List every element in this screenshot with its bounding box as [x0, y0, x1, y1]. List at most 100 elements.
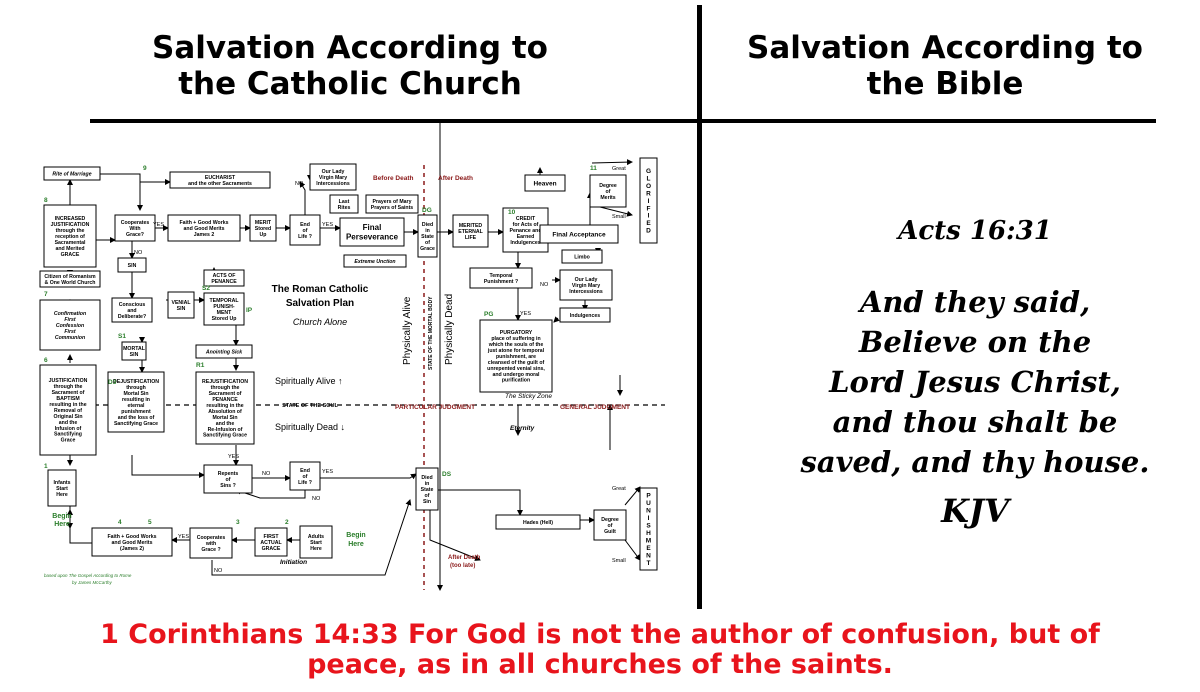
flow-node-text: cleansed of the guilt of — [488, 360, 545, 366]
flow-node-text: Communion — [55, 335, 85, 341]
flow-node-box — [559, 307, 611, 323]
flow-node-text: TEMPORAL — [209, 298, 239, 304]
flow-node-box — [559, 269, 613, 301]
flow-node-text: Guilt — [604, 529, 616, 535]
flow-node-text: REJUSTIFICATION — [202, 379, 248, 385]
flow-node-box — [589, 174, 627, 208]
flow-node-rite-of-marriage: Rite of Marriage — [43, 166, 101, 181]
flow-node-box — [121, 341, 147, 361]
flow-node-text: VENIAL — [171, 300, 191, 306]
flow-node-text: Mortal Sin — [123, 391, 148, 397]
flow-node-text: Our Lady — [322, 169, 345, 175]
flow-node-text: JUSTIFICATION — [49, 378, 88, 384]
flow-node-text: L — [647, 175, 651, 182]
flow-node-heaven: Heaven — [524, 174, 566, 192]
step-number-S2: S2 — [202, 285, 210, 292]
flow-node-box — [111, 297, 153, 323]
flow-node-text: in — [425, 481, 430, 487]
flow-node-text: FIRST — [264, 534, 280, 540]
flow-node-box — [43, 204, 97, 268]
initiation-label: Initiation — [280, 559, 307, 566]
flow-node-text: Rites — [338, 205, 351, 211]
flow-node-text: I — [648, 515, 650, 522]
verse-line-3: Lord Jesus Christ, — [829, 365, 1121, 399]
flow-node-box — [249, 214, 277, 242]
flow-node-text: Degree — [601, 517, 619, 523]
flow-node-text: Faith + Good Works — [107, 534, 156, 540]
flow-node-text: of — [425, 240, 430, 246]
flow-node-box — [329, 194, 359, 214]
flow-node-box — [254, 527, 288, 557]
step-number-1: 1 — [44, 463, 48, 470]
flow-node-text: Here — [310, 546, 322, 552]
verse-line-4: and thou shalt be — [832, 405, 1118, 439]
flow-node-text: Life ? — [298, 234, 312, 240]
flow-node-text: JUSTIFICATION — [51, 222, 90, 228]
flow-node-box — [117, 257, 147, 273]
flow-node-text: End — [300, 468, 310, 474]
flow-node-text: for Acts of — [513, 222, 539, 228]
flow-node-text: Final — [363, 223, 382, 232]
flow-node-text: Deliberate? — [118, 314, 146, 320]
flow-node-text: of — [226, 477, 231, 483]
flow-node-text: SIN — [177, 306, 186, 312]
step-number-8: 8 — [44, 197, 48, 204]
flow-node-hades: Hades (Hell) — [495, 514, 581, 530]
flow-node-anointing-sick: Anointing Sick — [195, 344, 253, 359]
flow-node-text: Prayers of Mary — [373, 199, 412, 205]
step-number-S1: S1 — [118, 333, 126, 340]
flow-node-text: E — [646, 545, 651, 552]
flow-node-text: Infants — [53, 480, 70, 486]
flow-node-text: in — [425, 228, 430, 234]
verse-line-2: Believe on the — [858, 325, 1092, 359]
plan-title-line-1: The Roman Catholic — [272, 284, 369, 295]
flow-node-text: Original Sin — [53, 414, 82, 420]
footer-line-1: 1 Corinthians 14:33 For God is not the a… — [100, 619, 1100, 650]
flow-node-text: through — [126, 385, 146, 391]
flow-node-text: Up — [260, 232, 267, 238]
flow-node-final-acceptance: Final Acceptance — [539, 224, 619, 244]
flow-node-text: Merits — [600, 195, 615, 201]
flow-node-text: through the — [211, 385, 240, 391]
flow-node-box — [167, 214, 241, 242]
flow-node-text: through the — [56, 228, 85, 234]
flow-node-text: With — [129, 226, 140, 232]
left-heading: Salvation According to the Catholic Chur… — [90, 30, 610, 102]
flow-node-text: U — [646, 500, 651, 507]
flow-node-box — [343, 254, 407, 268]
flow-node-text: Sin — [423, 499, 431, 505]
flow-node-box — [639, 157, 658, 244]
flow-node-text: Mortal Sin — [212, 415, 237, 421]
flow-node-box — [495, 514, 581, 530]
flow-node-text: P — [646, 493, 651, 500]
flow-node-text: ETERNAL — [458, 229, 483, 235]
footer-verse: 1 Corinthians 14:33 For God is not the a… — [20, 620, 1180, 680]
flow-node-text: and Merited — [55, 246, 84, 252]
no-label-6: NO — [214, 568, 223, 574]
step-number-9: 9 — [143, 165, 147, 172]
flow-node-text: Confession — [56, 323, 84, 329]
flow-node-text: Here — [56, 492, 68, 498]
flow-node-text: Last — [339, 199, 350, 205]
flow-node-box — [339, 217, 405, 247]
flow-node-text: MENT — [217, 310, 233, 316]
flow-node-text: of — [303, 474, 308, 480]
flow-node-text: O — [646, 183, 651, 190]
